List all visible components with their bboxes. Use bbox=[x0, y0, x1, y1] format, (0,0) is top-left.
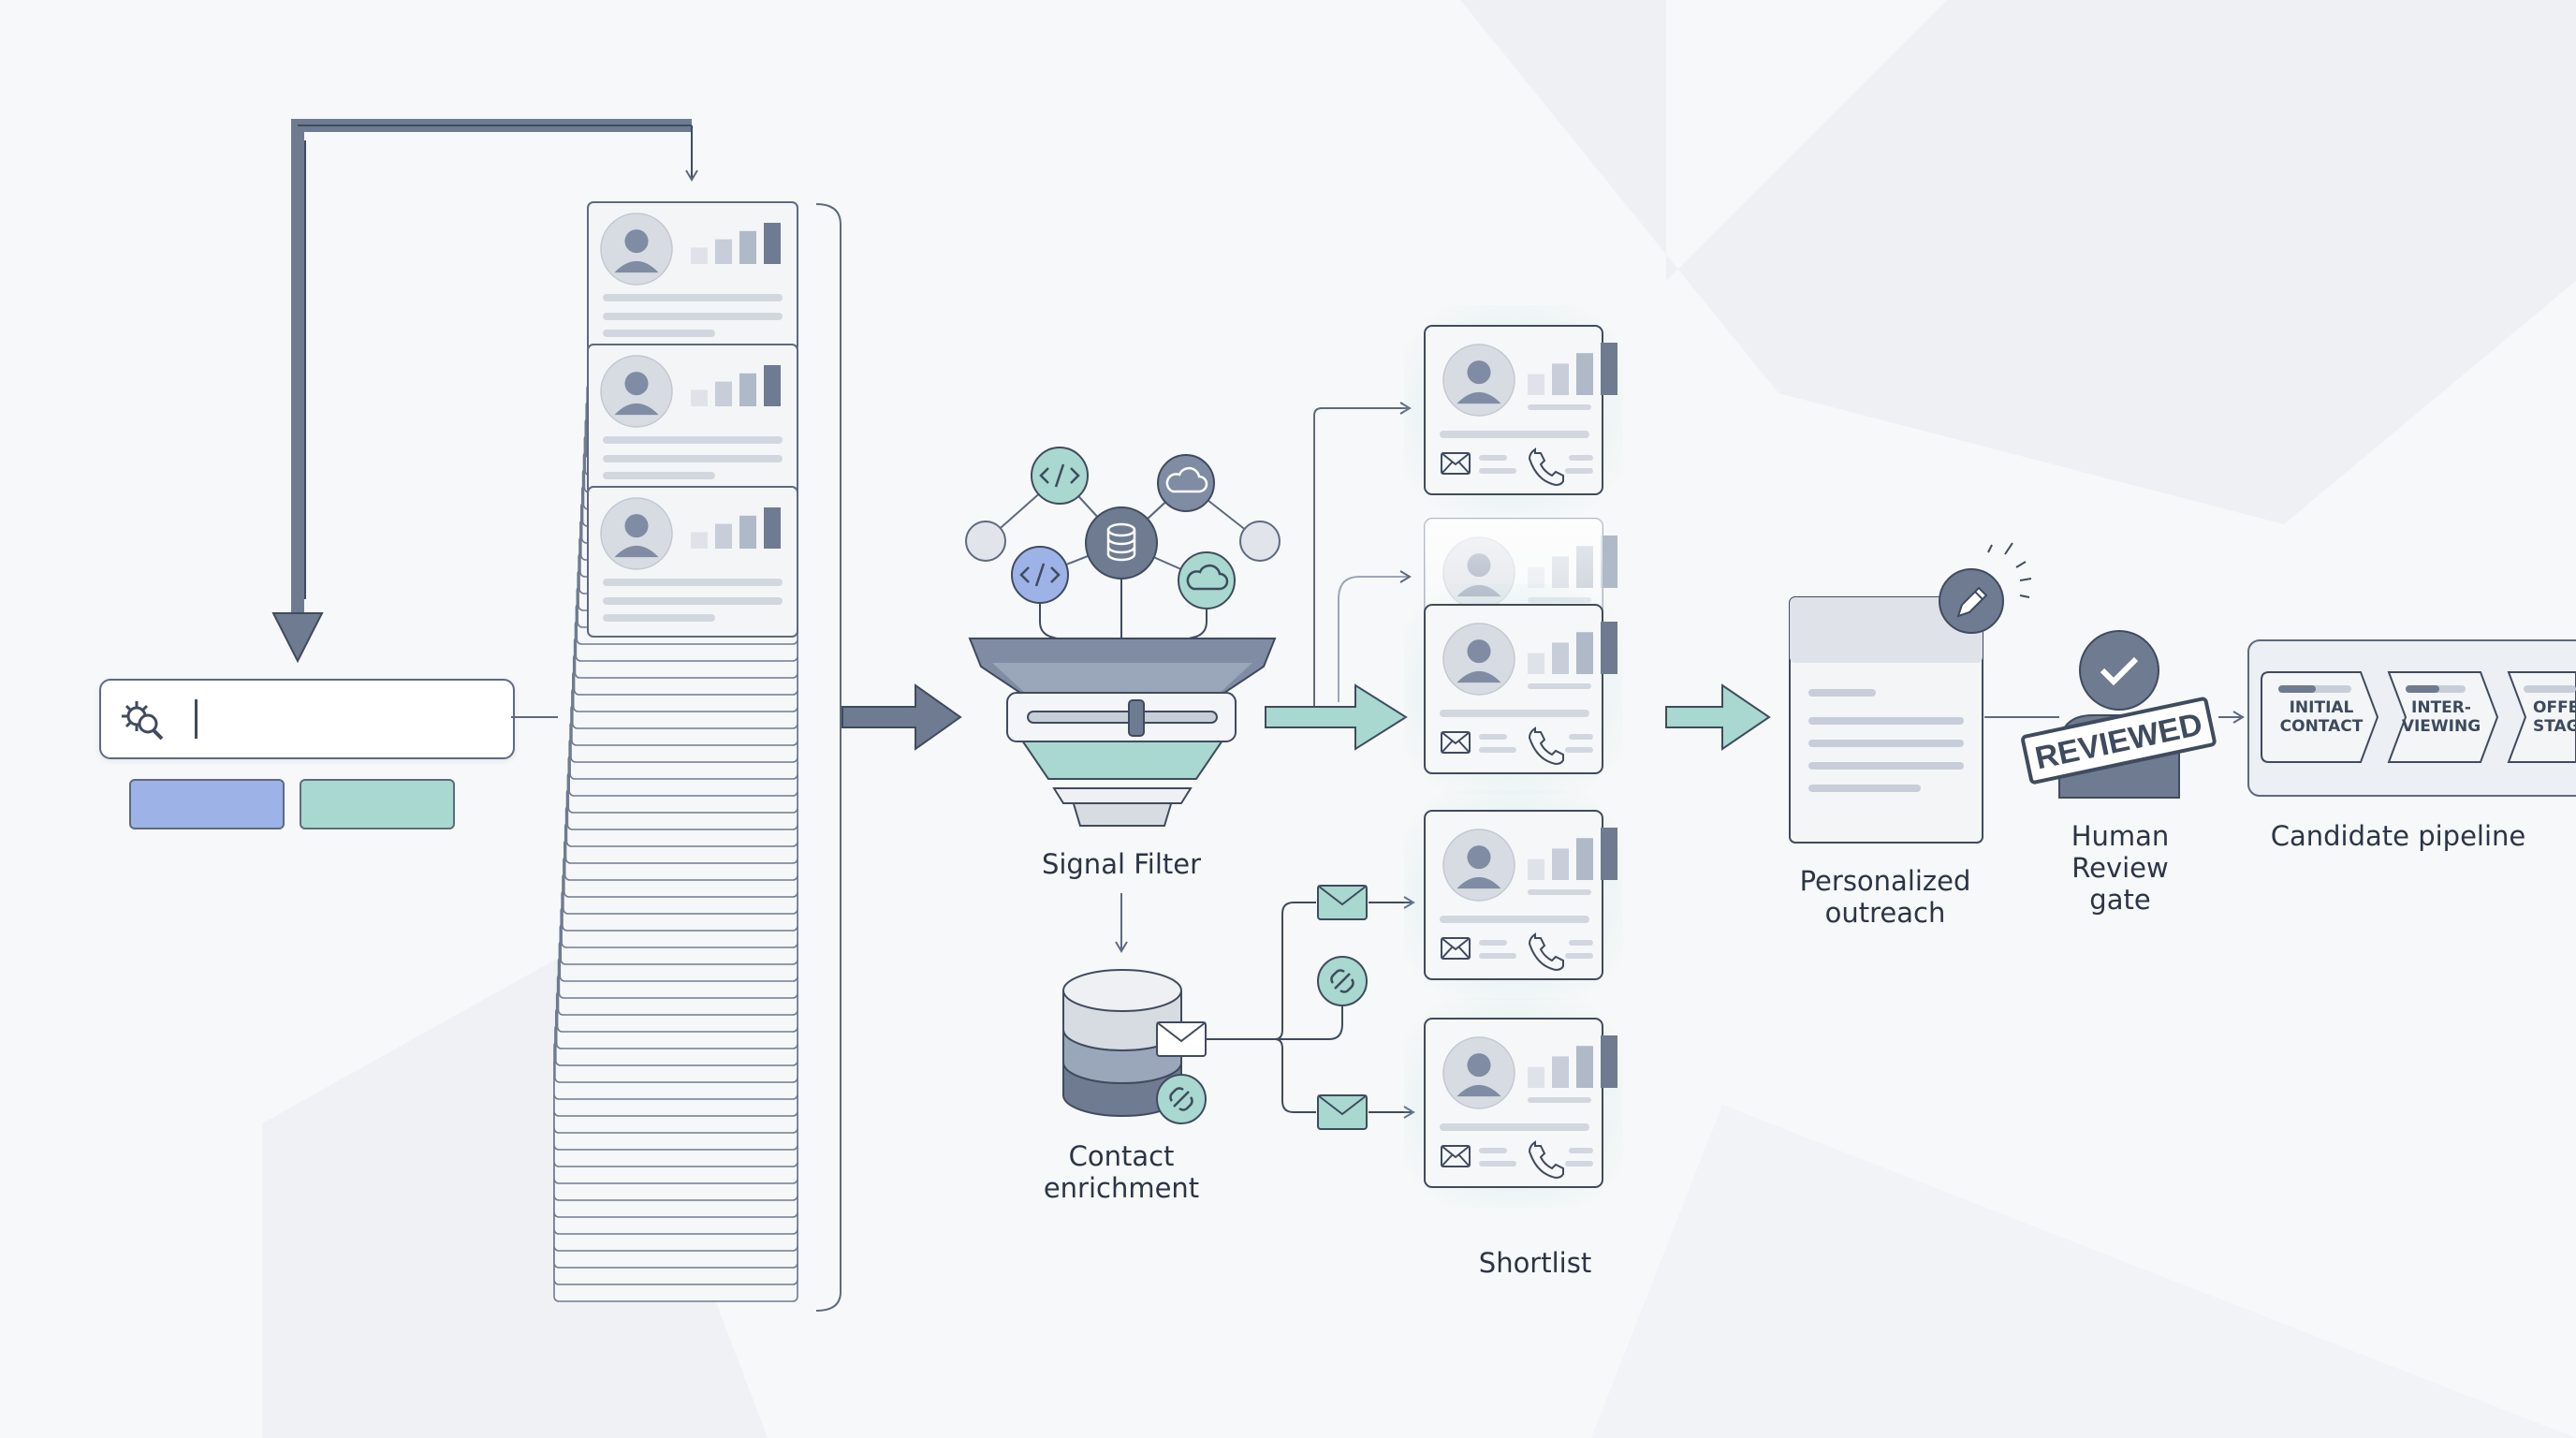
shortlist-card bbox=[1404, 998, 1623, 1208]
phone-icon bbox=[1528, 1140, 1564, 1180]
feedback-loop-arrow bbox=[271, 119, 698, 664]
avatar-icon bbox=[1442, 623, 1515, 696]
link-icon bbox=[1156, 1074, 1207, 1124]
search-input[interactable] bbox=[99, 679, 515, 759]
shortlist-label: Shortlist bbox=[1478, 1247, 1592, 1279]
contact-enrichment-label: Contact enrichment bbox=[1043, 1140, 1200, 1204]
avatar-icon bbox=[600, 355, 673, 428]
signal-bars-icon bbox=[1528, 622, 1617, 674]
candidate-card bbox=[587, 486, 798, 638]
personalized-outreach-label: Personalized outreach bbox=[1799, 865, 1971, 929]
arrow-to-outreach bbox=[1665, 683, 1771, 751]
phone-icon bbox=[1528, 726, 1564, 766]
envelope-icon bbox=[1441, 937, 1471, 960]
source-network bbox=[965, 447, 1281, 646]
signal-filter-funnel bbox=[968, 638, 1277, 827]
signal-bars-icon bbox=[1528, 828, 1617, 880]
stage-offer: OFFE STAG bbox=[2533, 698, 2576, 736]
avatar-icon bbox=[600, 213, 673, 286]
phone-icon bbox=[1528, 932, 1564, 972]
signal-filter-label: Signal Filter bbox=[1041, 848, 1202, 880]
background-shapes bbox=[262, 0, 2576, 1438]
text-caret bbox=[195, 699, 198, 739]
avatar-icon bbox=[600, 497, 673, 570]
shortlist-card bbox=[1404, 584, 1623, 794]
avatar-icon bbox=[1442, 1036, 1515, 1109]
human-review-gate: REVIEWED bbox=[2021, 630, 2217, 799]
envelope-icon bbox=[1317, 885, 1368, 920]
human-review-gate-label: Human Review gate bbox=[2071, 820, 2170, 916]
candidate-pipeline-board bbox=[2247, 639, 2576, 797]
avatar-icon bbox=[1442, 344, 1515, 417]
stage-initial-contact: INITIAL CONTACT bbox=[2279, 698, 2364, 736]
enrichment-connectors bbox=[1206, 885, 1415, 1130]
candidate-card bbox=[587, 344, 798, 495]
signal-bars-icon bbox=[691, 507, 781, 549]
stage-interviewing: INTER- VIEWING bbox=[2401, 698, 2481, 736]
cloud-icon bbox=[1157, 454, 1215, 512]
blue-button[interactable] bbox=[129, 779, 285, 829]
outreach-document bbox=[1789, 542, 2032, 844]
database-icon bbox=[1085, 506, 1158, 580]
signal-bars-icon bbox=[691, 365, 781, 406]
checkmark-icon bbox=[2100, 656, 2139, 686]
code-icon bbox=[1011, 546, 1069, 604]
envelope-icon bbox=[1317, 1094, 1368, 1130]
envelope-icon bbox=[1156, 1021, 1207, 1057]
pencil-icon bbox=[1939, 568, 2004, 634]
teal-button[interactable] bbox=[300, 779, 455, 829]
shortlist bbox=[1404, 305, 1623, 1208]
settings-search-icon bbox=[122, 701, 164, 741]
code-icon bbox=[1031, 447, 1089, 505]
candidate-pipeline-label: Candidate pipeline bbox=[2270, 820, 2526, 852]
contact-enrichment-database bbox=[1062, 969, 1207, 1124]
signal-bars-icon bbox=[1528, 1035, 1617, 1088]
cloud-icon bbox=[1178, 551, 1236, 609]
signal-bars-icon bbox=[691, 223, 781, 264]
phone-icon bbox=[1528, 448, 1564, 487]
arrow-to-filter bbox=[842, 683, 962, 751]
signal-bars-icon bbox=[1528, 343, 1617, 395]
envelope-icon bbox=[1441, 1145, 1471, 1167]
candidate-card bbox=[587, 201, 798, 353]
envelope-icon bbox=[1441, 452, 1471, 475]
stack-bracket bbox=[815, 203, 842, 1312]
shortlist-card bbox=[1404, 790, 1623, 1000]
arrow-to-shortlist bbox=[1265, 402, 1412, 751]
shortlist-card bbox=[1404, 305, 1623, 515]
envelope-icon bbox=[1441, 731, 1471, 754]
link-icon bbox=[1317, 956, 1368, 1006]
avatar-icon bbox=[1442, 829, 1515, 902]
